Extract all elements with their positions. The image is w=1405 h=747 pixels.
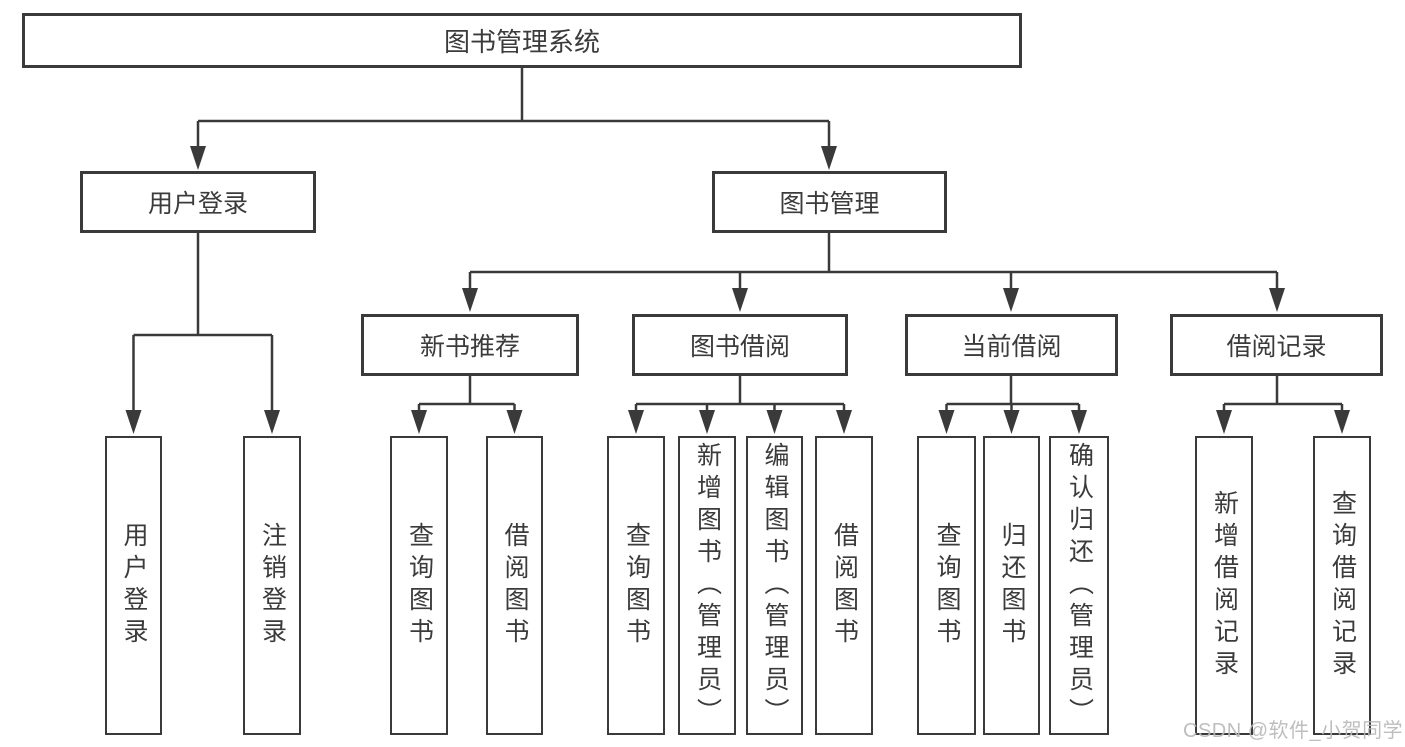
leaf-logout-label: 注销登录 xyxy=(258,521,287,650)
leaf-query-books-current-label: 查询图书 xyxy=(933,521,961,650)
node-library-management-system: 图书管理系统 xyxy=(22,13,1022,68)
leaf-edit-books-admin: 编辑图书（管理员） xyxy=(746,436,803,735)
leaf-query-books-current: 查询图书 xyxy=(917,436,976,735)
node-book-management: 图书管理 xyxy=(712,171,947,233)
leaf-query-books-recommend: 查询图书 xyxy=(390,436,448,735)
leaf-borrow-books-label: 借阅图书 xyxy=(830,521,859,650)
leaf-add-borrow-record: 新增借阅记录 xyxy=(1195,436,1253,735)
leaf-return-books: 归还图书 xyxy=(983,436,1040,735)
csdn-watermark: CSDN @软件_小贺同学 xyxy=(1183,720,1404,742)
leaf-query-borrow-record-label: 查询借阅记录 xyxy=(1328,489,1357,682)
leaf-confirm-return-admin-label: 确认归还（管理员） xyxy=(1065,441,1094,730)
leaf-borrow-books-recommend: 借阅图书 xyxy=(486,436,543,735)
node-user-login: 用户登录 xyxy=(80,171,316,233)
leaf-user-login: 用户登录 xyxy=(105,436,162,735)
leaf-query-books-recommend-label: 查询图书 xyxy=(405,521,434,650)
leaf-add-borrow-record-label: 新增借阅记录 xyxy=(1210,489,1239,682)
leaf-query-books-borrow: 查询图书 xyxy=(607,436,665,735)
leaf-query-books-borrow-label: 查询图书 xyxy=(622,521,651,650)
leaf-confirm-return-admin: 确认归还（管理员） xyxy=(1049,436,1109,735)
leaf-add-books-admin-label: 新增图书（管理员） xyxy=(693,441,722,730)
leaf-borrow-books-recommend-label: 借阅图书 xyxy=(501,521,529,650)
leaf-logout: 注销登录 xyxy=(243,436,301,735)
leaf-query-borrow-record: 查询借阅记录 xyxy=(1313,436,1371,735)
leaf-edit-books-admin-label: 编辑图书（管理员） xyxy=(761,441,789,730)
node-new-book-recommend: 新书推荐 xyxy=(361,314,579,376)
leaf-borrow-books: 借阅图书 xyxy=(815,436,873,735)
node-book-borrowing: 图书借阅 xyxy=(632,314,848,376)
node-borrowing-records: 借阅记录 xyxy=(1170,314,1383,376)
leaf-user-login-label: 用户登录 xyxy=(120,521,148,650)
leaf-return-books-label: 归还图书 xyxy=(998,521,1026,650)
node-current-borrowing: 当前借阅 xyxy=(905,314,1118,376)
leaf-add-books-admin: 新增图书（管理员） xyxy=(678,436,736,735)
